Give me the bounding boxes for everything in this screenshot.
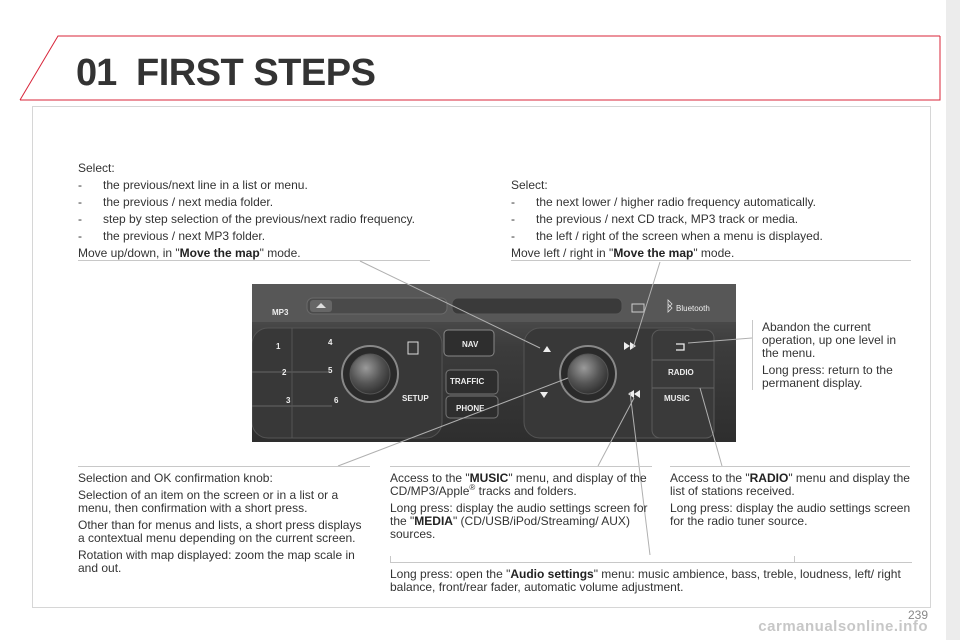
key-1: 1 [276,342,281,351]
back-icon [676,343,685,351]
key-4: 4 [328,338,333,347]
block-intro: Select: [78,161,115,175]
eject-icon [310,300,332,312]
block-music: Access to the "MUSIC" menu, and display … [390,472,656,543]
list-item: the previous / next media folder. [78,195,450,210]
key-2: 2 [282,368,287,377]
back-long-press: Long press: return to the permanent disp… [762,363,893,390]
chapter-title: FIRST STEPS [136,52,376,94]
radio-access: Access to the "RADIO" menu and display t… [670,471,910,498]
phone-label: PHONE [456,404,485,413]
block-audio-settings: Long press: open the "Audio settings" me… [390,568,916,596]
traffic-label: TRAFFIC [450,377,485,386]
knob-context: Other than for menus and lists, a short … [78,518,362,545]
chapter-header-chevron [19,35,941,101]
sidebar-tab [946,0,960,640]
mode-line: Move left / right in "Move the map" mode… [511,246,735,260]
block-knob: Selection and OK confirmation knob: Sele… [78,472,370,577]
list-item: step by step selection of the previous/n… [78,212,450,227]
list-item: the next lower / higher radio frequency … [511,195,891,210]
list-item: the left / right of the screen when a me… [511,229,891,244]
audio-control-panel-photo: MP3 Bluetooth 1 2 3 4 5 6 SETUP NAV TRAF… [252,284,736,442]
radio-long-press: Long press: display the audio settings s… [670,501,911,528]
bluetooth-icon [667,299,673,313]
block-up-down: Select: the previous/next line in a list… [78,161,450,263]
watermark: carmanualsonline.info [758,618,928,635]
audio-settings-desc: Long press: open the "Audio settings" me… [390,567,901,594]
list-item: the previous / next MP3 folder. [78,229,450,244]
knob-select: Selection of an item on the screen or in… [78,488,339,515]
music-access: Access to the "MUSIC" menu, and display … [390,471,647,498]
radio-label: RADIO [668,368,694,377]
setup-label: SETUP [402,394,429,403]
key-5: 5 [328,366,333,375]
block-left-right: Select: the next lower / higher radio fr… [511,178,891,263]
mp3-label: MP3 [272,308,289,317]
knob-title: Selection and OK confirmation knob: [78,471,273,485]
chapter-number: 01 [76,52,117,94]
knob-rotation: Rotation with map displayed: zoom the ma… [78,548,355,575]
list-item: the previous / next CD track, MP3 track … [511,212,891,227]
key-3: 3 [286,396,291,405]
music-long-press: Long press: display the audio settings s… [390,501,648,541]
music-label: MUSIC [664,394,690,403]
block-back-button: Abandon the current operation, up one le… [762,321,914,392]
block-radio: Access to the "RADIO" menu and display t… [670,472,914,530]
up-arrow-icon [543,346,551,352]
list-item: the previous/next line in a list or menu… [78,178,450,193]
nav-label: NAV [462,340,479,349]
key-6: 6 [334,396,339,405]
back-desc: Abandon the current operation, up one le… [762,320,897,360]
bluetooth-label: Bluetooth [676,304,710,313]
mode-line: Move up/down, in "Move the map" mode. [78,246,301,260]
page-number: 239 [907,608,928,622]
block-intro: Select: [511,178,548,192]
